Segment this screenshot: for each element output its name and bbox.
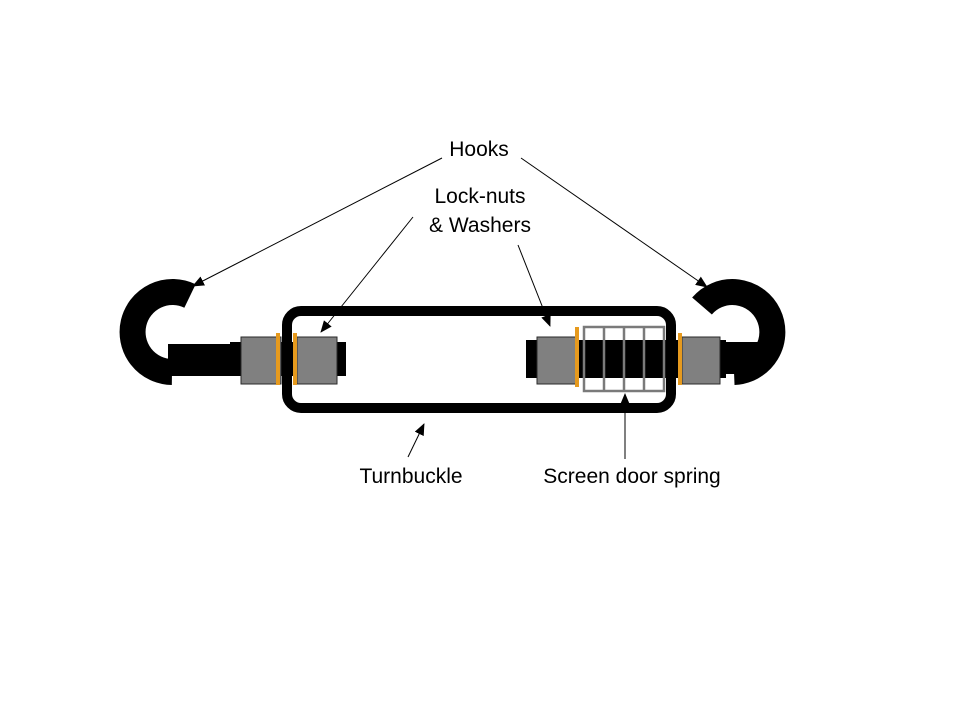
left-outer-locknut [240,336,282,385]
right-inner-locknut [536,336,578,385]
left-washer [276,333,280,385]
locknuts-label-line2: & Washers [429,214,531,237]
left-hook [119,279,244,385]
turnbuckle-arrow [407,423,425,458]
hooks-arrow-right [520,157,708,288]
right-inner-washer [575,327,579,387]
right-washer [678,333,682,385]
locknuts-arrow-left [320,216,414,333]
left-inner-washer [293,333,297,385]
left-inner-locknut [296,336,338,385]
hooks-arrow-left [192,157,443,287]
locknuts-label-line1: Lock-nuts [434,185,525,208]
screen-door-spring [582,325,666,393]
hooks-label: Hooks [449,138,509,161]
spring-label: Screen door spring [543,465,720,488]
turnbuckle-frame [282,306,676,413]
locknuts-arrow-right [517,244,551,327]
right-outer-locknut [681,336,721,385]
turnbuckle-label: Turnbuckle [359,465,462,488]
